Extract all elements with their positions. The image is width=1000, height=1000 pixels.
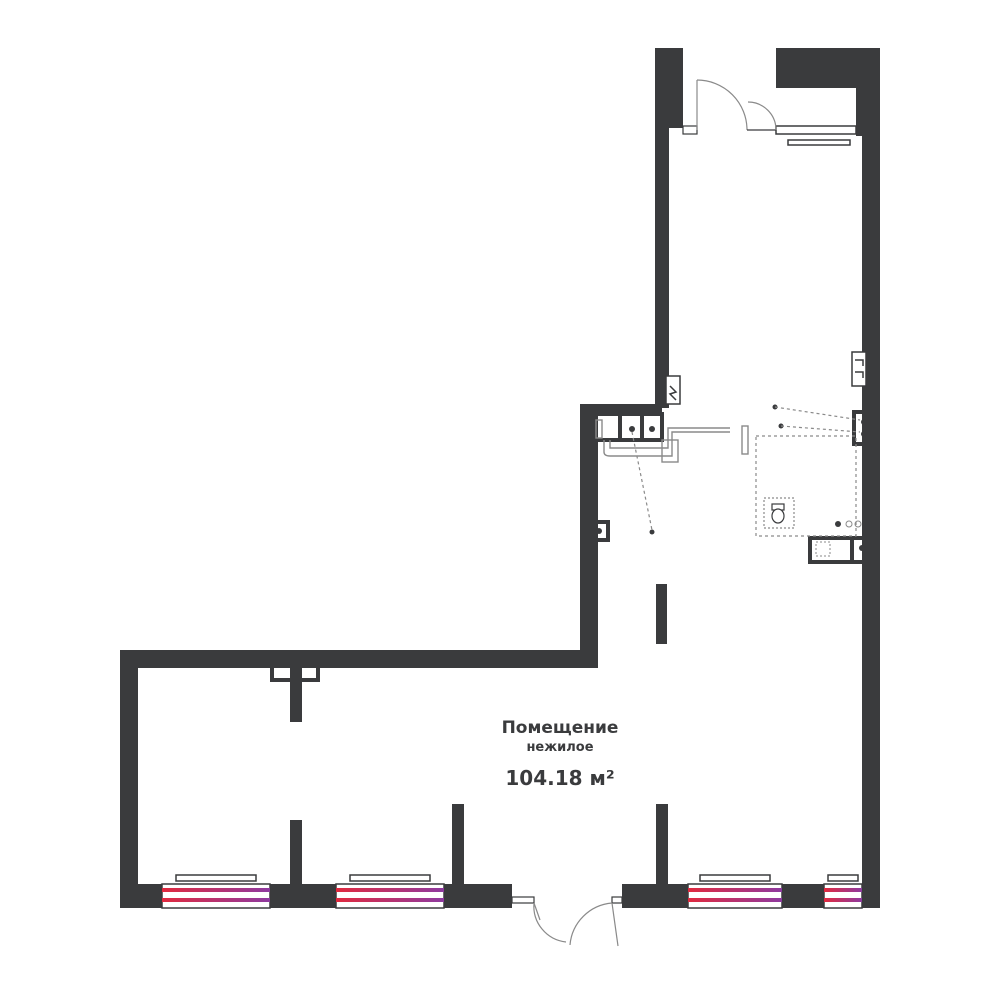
- wall-lower-top: [120, 650, 598, 668]
- windows: [161, 125, 863, 909]
- wall-bottom-4: [622, 884, 688, 908]
- wall-bottom-5: [782, 884, 824, 908]
- wall-bottom-3: [444, 884, 512, 908]
- wall-upper-left-top: [655, 48, 683, 128]
- room-area-unit: м²: [589, 766, 615, 790]
- wall-niche: [270, 656, 320, 682]
- column-bottom-3: [656, 804, 668, 886]
- risers: [588, 410, 878, 564]
- radiator-icon: [851, 351, 867, 387]
- room-subtitle: нежилое: [526, 740, 594, 755]
- room-area: 104.18 м²: [460, 766, 660, 790]
- door-swing-icon: [511, 79, 777, 947]
- wall-bottom-2: [270, 884, 336, 908]
- riser-dots: [596, 404, 867, 551]
- window-1: [161, 874, 271, 909]
- window-top: [775, 125, 857, 146]
- column-mid: [656, 584, 667, 644]
- window-3: [687, 874, 783, 909]
- wall-bottom-1: [120, 884, 162, 908]
- electrical-panel-icon: [665, 375, 681, 405]
- wall-left-thin: [120, 668, 128, 808]
- wall-top-right-side: [856, 48, 880, 136]
- window-2: [335, 874, 445, 909]
- column-bottom-2: [452, 804, 464, 886]
- pipes: [595, 419, 749, 463]
- room-title: Помещение: [501, 718, 619, 738]
- sink-icon: [815, 541, 831, 557]
- wall-right: [862, 48, 880, 908]
- window-4: [823, 874, 863, 909]
- room-area-value: 104.18: [505, 766, 583, 790]
- dashed-lines: [631, 406, 861, 537]
- column-bottom-1: [290, 820, 302, 886]
- toilet-icon: [763, 497, 795, 529]
- walls: [120, 48, 880, 908]
- fixture-small-circles: [845, 520, 862, 528]
- wall-upper-left: [655, 48, 669, 408]
